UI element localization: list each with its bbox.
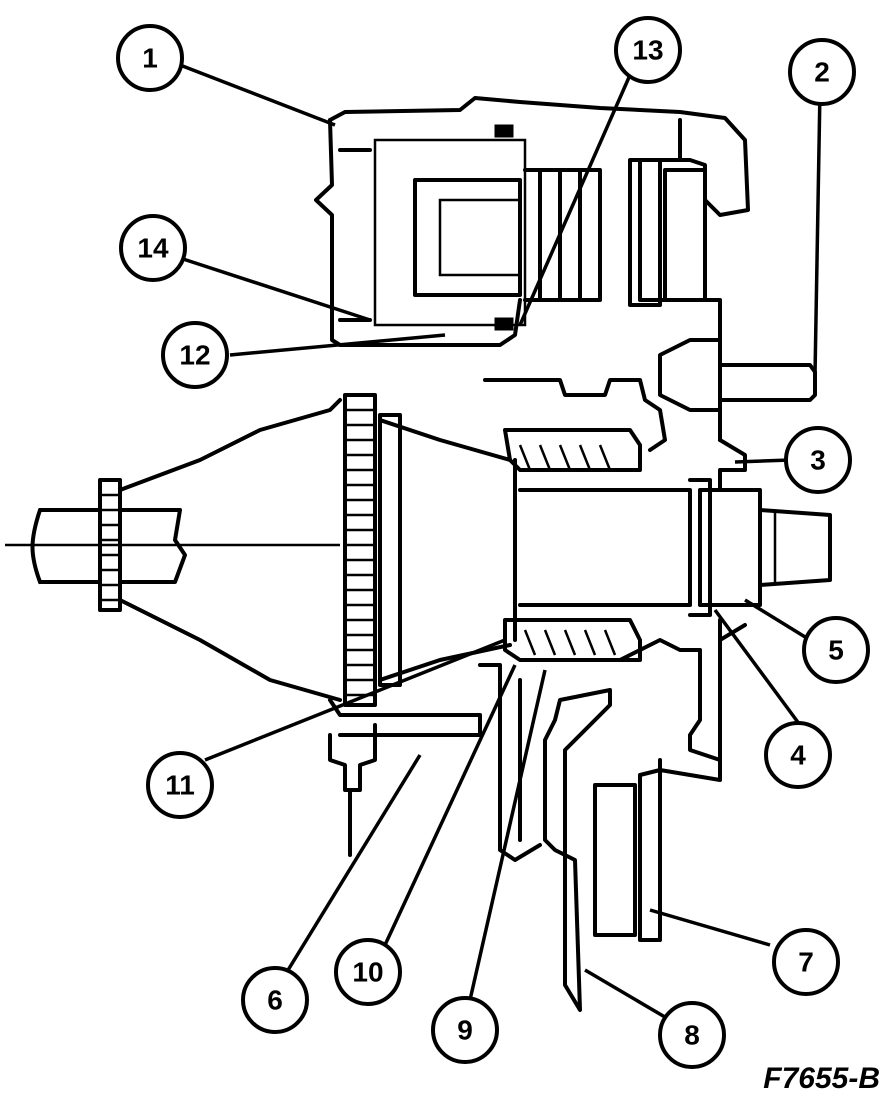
caliper-bolt bbox=[658, 338, 817, 412]
callout-12-label: 12 bbox=[179, 340, 210, 371]
callout-10-label: 10 bbox=[352, 957, 383, 988]
callout-4-label: 4 bbox=[790, 740, 806, 771]
callout-13-label: 13 bbox=[632, 35, 663, 66]
callout-1-label: 1 bbox=[142, 43, 158, 74]
callout-3-label: 3 bbox=[810, 445, 826, 476]
hub-and-spindle bbox=[483, 378, 832, 662]
callout-4: 4 bbox=[764, 721, 832, 789]
callout-13: 13 bbox=[614, 16, 682, 84]
callout-6-label: 6 bbox=[267, 985, 283, 1016]
callout-14: 14 bbox=[119, 214, 187, 282]
callout-8-label: 8 bbox=[684, 1020, 700, 1051]
callout-6: 6 bbox=[241, 966, 309, 1034]
callout-2: 2 bbox=[788, 38, 856, 106]
callout-10: 10 bbox=[334, 938, 402, 1006]
tone-ring-and-axle bbox=[5, 393, 512, 707]
callout-1: 1 bbox=[116, 24, 184, 92]
callout-5: 5 bbox=[802, 616, 870, 684]
callout-8: 8 bbox=[658, 1001, 726, 1069]
callout-12: 12 bbox=[161, 321, 229, 389]
callout-11: 11 bbox=[146, 751, 214, 819]
caliper-housing bbox=[314, 96, 750, 442]
callout-2-label: 2 bbox=[814, 57, 830, 88]
callout-5-label: 5 bbox=[828, 635, 844, 666]
callout-7: 7 bbox=[772, 928, 840, 996]
backing-plate-and-rotor bbox=[328, 618, 747, 1012]
leader-lines bbox=[179, 63, 822, 1022]
callout-7-label: 7 bbox=[798, 947, 814, 978]
callout-3: 3 bbox=[784, 426, 852, 494]
callout-9-label: 9 bbox=[457, 1015, 473, 1046]
callout-14-label: 14 bbox=[137, 233, 169, 264]
callout-9: 9 bbox=[431, 996, 499, 1064]
figure-code: F7655-B bbox=[763, 1062, 880, 1095]
callout-11-label: 11 bbox=[165, 770, 195, 801]
callout-bubbles: 1 2 3 4 5 6 7 8 bbox=[116, 16, 870, 1069]
